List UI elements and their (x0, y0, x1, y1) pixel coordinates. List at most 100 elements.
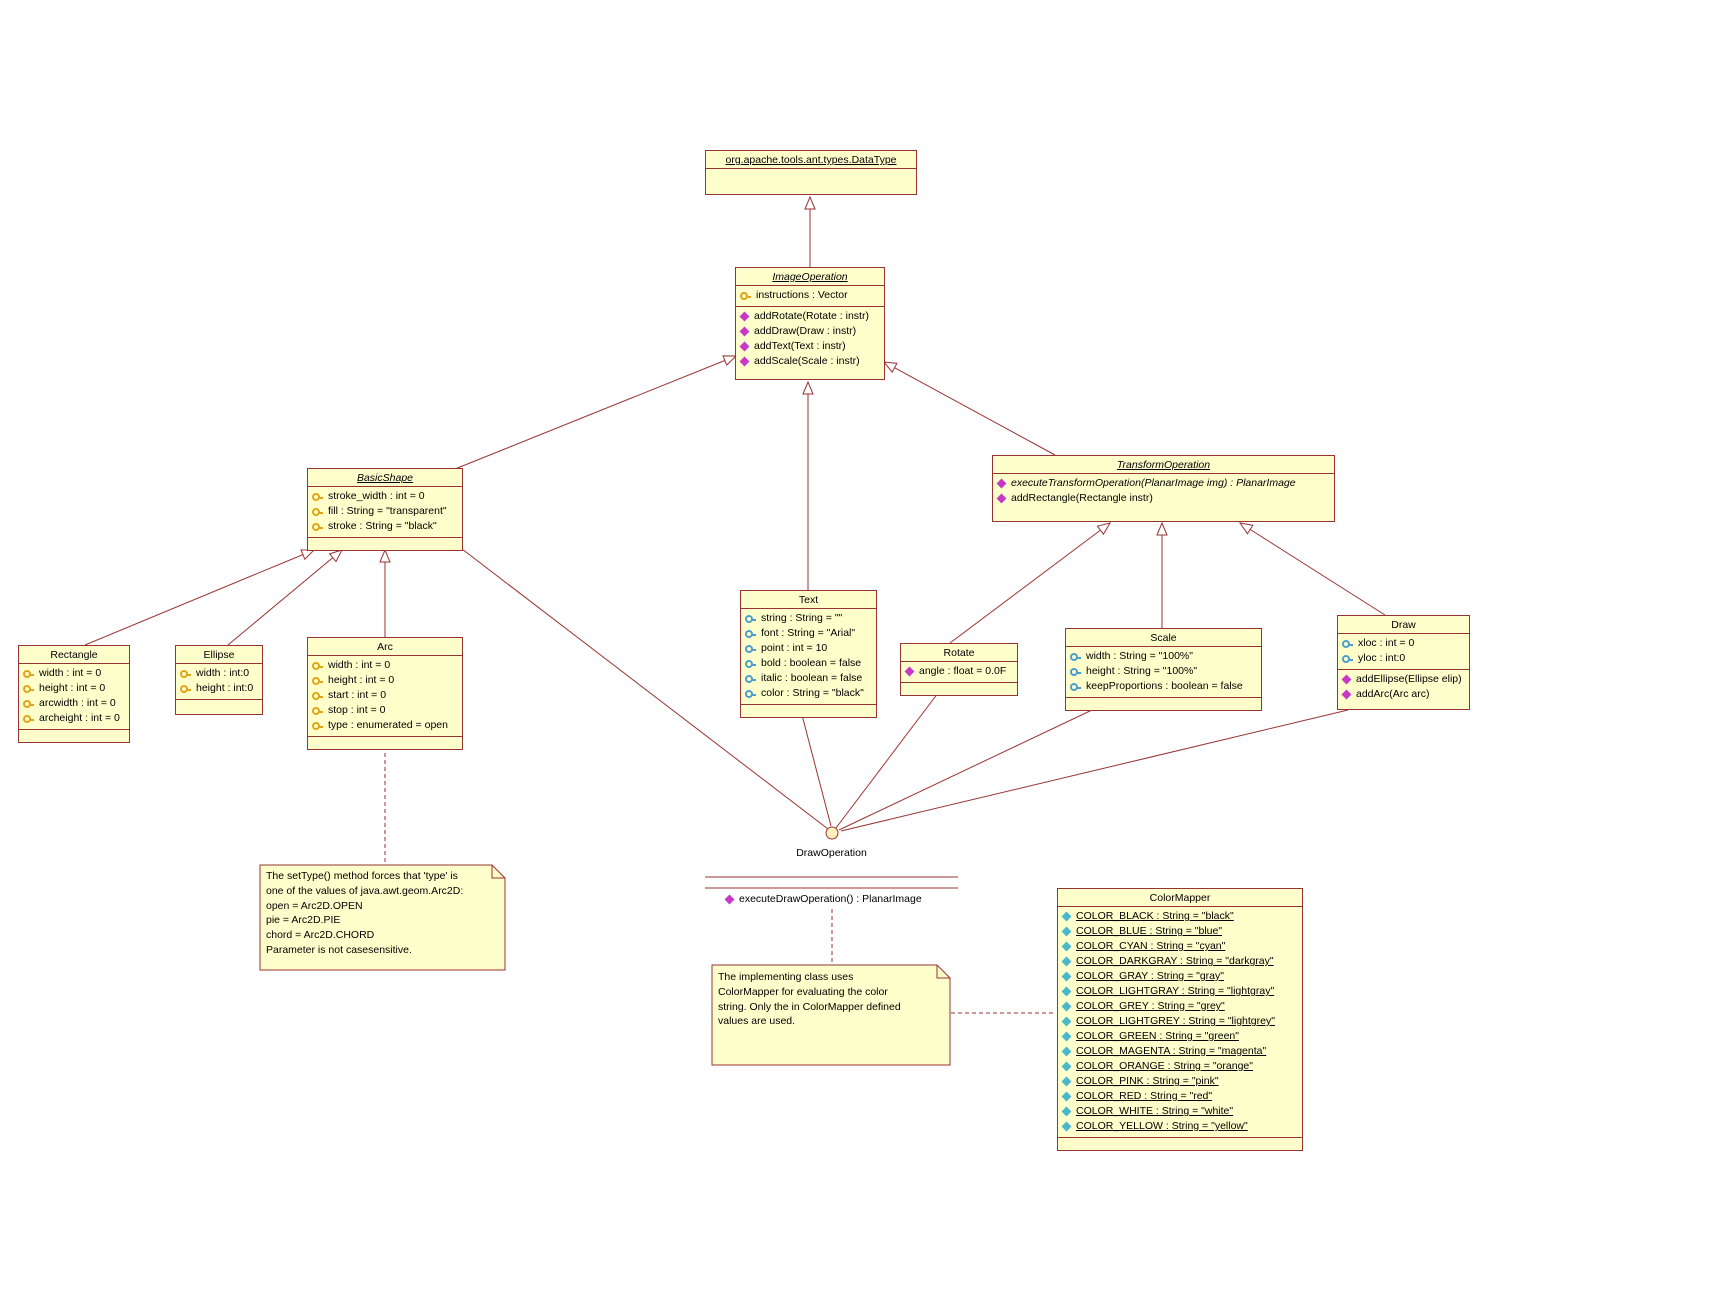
note-colormapper-shape (711, 964, 951, 1066)
member-text: COLOR_DARKGRAY : String = "darkgray" (1076, 955, 1274, 967)
cyandiamond-icon (1061, 1031, 1072, 1042)
key-icon (23, 669, 34, 678)
member-row: COLOR_LIGHTGRAY : String = "lightgray" (1060, 984, 1300, 999)
member-text: stroke : String = "black" (328, 520, 437, 532)
member-text: addDraw(Draw : instr) (754, 325, 857, 337)
member-text: COLOR_GRAY : String = "gray" (1076, 970, 1224, 982)
member-text: COLOR_GREEN : String = "green" (1076, 1030, 1239, 1042)
member-row: COLOR_MAGENTA : String = "magenta" (1060, 1044, 1300, 1059)
key-icon (312, 706, 323, 715)
note-colormapper-fold (936, 965, 950, 979)
cyandiamond-icon (1061, 1091, 1072, 1102)
bluekey-icon (745, 674, 756, 683)
member-row: COLOR_BLUE : String = "blue" (1060, 924, 1300, 939)
member-row: stroke_width : int = 0 (310, 489, 460, 504)
member-row: height : int = 0 (21, 681, 127, 696)
diamond-icon (1341, 674, 1352, 685)
bluekey-icon (745, 614, 756, 623)
cyandiamond-icon (1061, 956, 1072, 967)
class-title: TransformOperation (1116, 459, 1211, 471)
class-datatype[interactable]: org.apache.tools.ant.types.DataType (705, 150, 917, 195)
member-row: addText(Text : instr) (738, 339, 882, 354)
member-text: archeight : int = 0 (39, 712, 120, 724)
member-text: instructions : Vector (756, 289, 848, 301)
member-text: COLOR_BLACK : String = "black" (1076, 910, 1234, 922)
member-text: COLOR_PINK : String = "pink" (1076, 1075, 1219, 1087)
member-text: string : String = "" (761, 612, 843, 624)
diamond-icon (739, 341, 750, 352)
operations-compartment (741, 704, 876, 717)
real-scale-to-drawoperation (838, 709, 1093, 831)
cyandiamond-icon (1061, 911, 1072, 922)
member-text: COLOR_CYAN : String = "cyan" (1076, 940, 1226, 952)
member-row: instructions : Vector (738, 288, 882, 303)
operations-compartment (1066, 697, 1261, 710)
member-text: COLOR_RED : String = "red" (1076, 1090, 1213, 1102)
key-icon (312, 507, 323, 516)
drawoperation-interface-label[interactable]: DrawOperation (796, 847, 867, 859)
bluekey-icon (745, 644, 756, 653)
member-text: executeTransformOperation(PlanarImage im… (1011, 477, 1296, 489)
key-icon (312, 676, 323, 685)
member-row: italic : boolean = false (743, 671, 874, 686)
class-title: Ellipse (203, 649, 235, 661)
real-rotate-to-drawoperation (835, 692, 939, 829)
member-text: type : enumerated = open (328, 719, 448, 731)
class-title: Scale (1150, 632, 1177, 644)
key-icon (312, 691, 323, 700)
member-text: addText(Text : instr) (754, 340, 846, 352)
member-row: COLOR_RED : String = "red" (1060, 1089, 1300, 1104)
cyandiamond-icon (1061, 941, 1072, 952)
member-row: addEllipse(Ellipse elip) (1340, 672, 1467, 687)
operations-compartment (19, 729, 129, 742)
diamond-icon (1341, 689, 1352, 700)
public-operation-icon (724, 894, 735, 905)
operations-compartment: executeTransformOperation(PlanarImage im… (993, 473, 1334, 521)
gen-basicshape-to-imageoperation (454, 355, 738, 470)
member-text: angle : float = 0.0F (919, 665, 1007, 677)
key-icon (312, 661, 323, 670)
bluekey-icon (745, 659, 756, 668)
member-row: addDraw(Draw : instr) (738, 324, 882, 339)
bluekey-icon (1070, 652, 1081, 661)
gen-rectangle-to-basicshape (84, 549, 316, 646)
attributes-compartment: angle : float = 0.0F (901, 661, 1017, 682)
member-row: archeight : int = 0 (21, 711, 127, 726)
note-arc[interactable]: The setType() method forces that 'type' … (266, 870, 464, 956)
member-row: yloc : int:0 (1340, 651, 1467, 666)
member-text: COLOR_BLUE : String = "blue" (1076, 925, 1223, 937)
member-text: COLOR_LIGHTGREY : String = "lightgrey" (1076, 1015, 1275, 1027)
class-title: org.apache.tools.ant.types.DataType (725, 154, 897, 166)
member-text: COLOR_WHITE : String = "white" (1076, 1105, 1234, 1117)
member-text: font : String = "Arial" (761, 627, 856, 639)
note-colormapper[interactable]: The implementing class uses ColorMapper … (718, 971, 901, 1028)
cyandiamond-icon (1061, 1061, 1072, 1072)
cyandiamond-icon (1061, 1106, 1072, 1117)
bluekey-icon (1070, 667, 1081, 676)
member-row: width : int = 0 (21, 666, 127, 681)
member-text: COLOR_YELLOW : String = "yellow" (1076, 1120, 1248, 1132)
member-text: color : String = "black" (761, 687, 864, 699)
member-text: start : int = 0 (328, 689, 387, 701)
member-text: width : String = "100%" (1086, 650, 1193, 662)
member-text: height : int = 0 (39, 682, 106, 694)
key-icon (312, 522, 323, 531)
member-row: addScale(Scale : instr) (738, 354, 882, 369)
class-transformoperation[interactable]: TransformOperation executeTransformOperat… (992, 455, 1335, 522)
drawoperation-operation-row: executeDrawOperation() : PlanarImage (723, 892, 922, 907)
operations-compartment: addRotate(Rotate : instr)addDraw(Draw : … (736, 306, 884, 379)
member-text: arcwidth : int = 0 (39, 697, 116, 709)
